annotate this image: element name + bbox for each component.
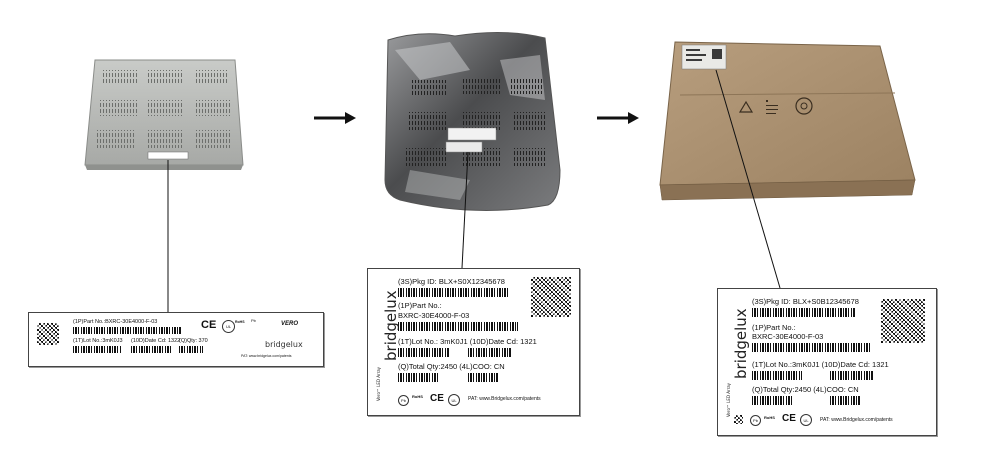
ce-mark-icon: CE [201,319,217,331]
pb-free-icon: Pb [398,395,409,406]
pkg-id-barcode [752,308,856,317]
bag-label: bridgelux Vero™ LED Array (3S)Pkg ID: BL… [367,268,580,416]
bridgelux-logo: bridgelux [265,340,303,349]
vero-side-text: Vero™ LED Array [376,366,381,401]
rohs-mark-icon: RoHS [412,394,423,399]
datamatrix-icon [37,323,59,345]
lot-barcode [752,371,802,380]
patent-text: PAT: www.Bridgelux.com/patents [468,396,541,402]
date-code-text: (10D)Date Cd: 1322 [131,338,181,344]
patent-text: PAT: www.Bridgelux.com/patents [820,417,893,423]
lot-date-text: (1T)Lot No.:3mK0J1 (10D)Date Cd: 1321 [752,360,889,369]
pb-free-icon: Pb [251,318,256,323]
ul-mark-icon: UL [222,320,235,333]
small-datamatrix-icon [734,415,743,424]
ce-mark-icon: CE [782,413,796,424]
qty-barcode [179,346,203,353]
part-number-label: (1P)Part No.: [398,301,442,310]
part-barcode [73,327,181,334]
arrow-1-icon [314,112,356,124]
datamatrix-icon [881,299,925,343]
led-tray-image [84,59,244,312]
pb-free-icon: Pb [750,415,761,426]
qty-barcode [752,396,792,405]
bridgelux-logo: bridgelux [732,308,750,379]
part-number-text: (1P)Part No.:BXRC-30E4000-F-03 [73,319,158,325]
pkg-id-text: (3S)Pkg ID: BLX+S0B12345678 [752,297,859,306]
part-number-text: BXRC-30E4000-F-03 [398,311,470,320]
ul-mark-icon: UL [448,394,460,406]
quantity-text: (Q)Qty: 370 [179,338,208,344]
vero-logo: VERO [281,321,299,327]
ul-mark-icon: UL [800,414,812,426]
lot-date-text: (1T)Lot No.: 3mK0J1 (10D)Date Cd: 1321 [398,337,537,346]
lot-number-text: (1T)Lot No.:3mK0J3 [73,338,123,344]
pkg-id-barcode [398,288,508,297]
pkg-id-text: (3S)Pkg ID: BLX+S0X12345678 [398,277,505,286]
part-barcode [398,322,518,331]
lot-barcode [73,346,121,353]
part-barcode [752,343,870,352]
vero-side-text: Vero™ LED Array [726,382,731,417]
shipping-box-image [659,41,916,289]
esd-bag-image [384,31,561,269]
patent-text: PAT: www.bridgelux.com/patents [241,354,292,358]
part-number-text: BXRC-30E4000-F-03 [752,332,824,341]
esd-warning-icon [738,97,813,115]
tray-label: (1P)Part No.:BXRC-30E4000-F-03 (1T)Lot N… [28,312,324,367]
coo-barcode [468,373,498,382]
arrow-2-icon [597,112,639,124]
date-barcode [830,371,874,380]
date-barcode [468,348,512,357]
datamatrix-icon [531,277,571,317]
ce-mark-icon: CE [430,393,444,404]
box-label: bridgelux Vero™ LED Array (3S)Pkg ID: BL… [717,288,937,436]
part-number-label: (1P)Part No.: [752,323,796,332]
qty-coo-text: (Q)Total Qty:2450 (4L)COO: CN [752,385,859,394]
qty-barcode [398,373,438,382]
date-barcode [131,346,171,353]
qty-coo-text: (Q)Total Qty:2450 (4L)COO: CN [398,362,505,371]
rohs-mark-icon: RoHS [764,415,775,420]
rohs-mark-icon: RoHS [235,320,245,324]
lot-barcode [398,348,450,357]
coo-barcode [830,396,860,405]
